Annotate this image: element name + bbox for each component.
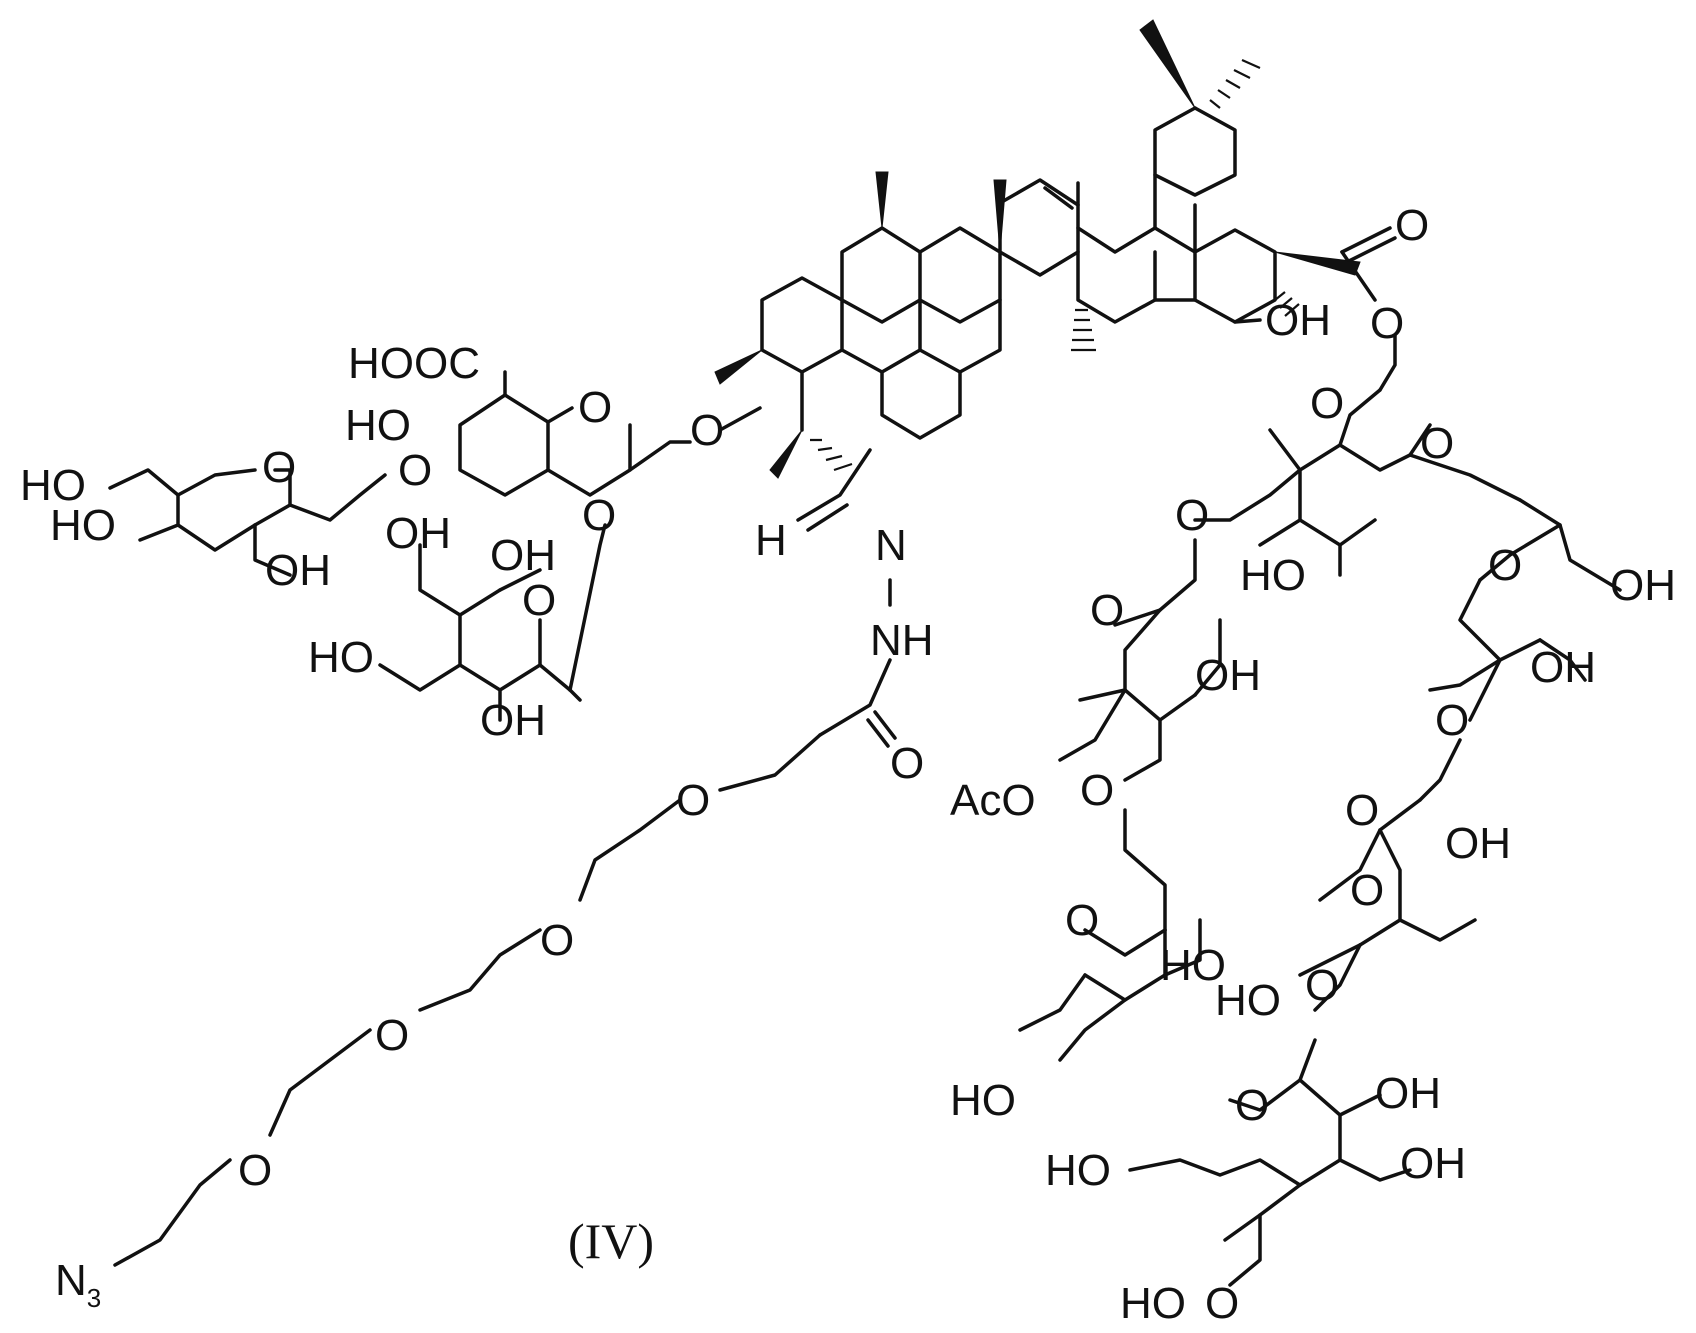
glycosidic-oxygen-label: O [690, 406, 724, 455]
hydroxyl-label: HO [1240, 551, 1306, 600]
hydroxyl-label: OH [265, 546, 331, 595]
azide-label: N3 [55, 1256, 101, 1313]
ring-oxygen-label: O [1488, 541, 1522, 590]
ring-oxygen-label: O [578, 383, 612, 432]
ester-oxygen-label: O [1370, 299, 1404, 348]
ether-oxygen-label: O [676, 776, 710, 825]
ring-oxygen-label: O [1345, 786, 1379, 835]
compound-number-label: (IV) [568, 1213, 654, 1269]
glycosidic-oxygen-label: O [1305, 961, 1339, 1010]
atom-labels: HOOC O HO O HO O O HO OH O OH OH O HO OH… [20, 201, 1676, 1328]
nh-label: NH [870, 616, 934, 665]
carbonyl-oxygen-label: O [890, 739, 924, 788]
hydroxyl-label: HO [345, 401, 411, 450]
hydroxyl-label: HO [950, 1076, 1016, 1125]
glycosidic-oxygen-label: O [1420, 419, 1454, 468]
ring-oxygen-label: O [1090, 586, 1124, 635]
stereo-bonds [715, 20, 1360, 478]
hydroxyl-label: OH [1375, 1069, 1441, 1118]
hydroxyl-label: OH [1400, 1139, 1466, 1188]
ring-oxygen-label: O [262, 443, 296, 492]
hydroxyl-label: OH [1265, 296, 1331, 345]
hydroxyl-label: HO [1215, 976, 1281, 1025]
glycosidic-oxygen-label: O [398, 446, 432, 495]
glycosidic-oxygen-label: O [1175, 491, 1209, 540]
ring-oxygen-label: O [1310, 379, 1344, 428]
hydroxyl-label: HO [50, 501, 116, 550]
nitrogen-label: N [875, 521, 907, 570]
acetoxy-label: AcO [950, 776, 1036, 825]
ring-oxygen-label: O [522, 576, 556, 625]
ether-oxygen-label: O [540, 916, 574, 965]
hydroxyl-label: OH [480, 696, 546, 745]
glycosidic-oxygen-label: O [582, 491, 616, 540]
hooc-label: HOOC [348, 339, 480, 388]
ring-oxygen-label: O [1350, 866, 1384, 915]
hydroxyl-label: OH [1195, 651, 1261, 700]
hydroxyl-label: OH [385, 509, 451, 558]
hydrogen-label: H [755, 516, 787, 565]
ether-oxygen-label: O [238, 1146, 272, 1195]
hydroxyl-label: HO [1120, 1279, 1186, 1328]
hydroxyl-label: OH [1530, 643, 1596, 692]
ring-oxygen-label: O [1065, 896, 1099, 945]
glycosidic-oxygen-label: O [1080, 766, 1114, 815]
ring-oxygen-label: O [1235, 1081, 1269, 1130]
hydroxyl-label: OH [1445, 819, 1511, 868]
ether-oxygen-label: O [375, 1011, 409, 1060]
hydroxyl-label: HO [1045, 1146, 1111, 1195]
glycosidic-oxygen-label: O [1435, 696, 1469, 745]
carbonyl-oxygen-label: O [1395, 201, 1429, 250]
hydroxyl-label: HO [308, 633, 374, 682]
hydroxyl-label: OH [490, 531, 556, 580]
hydroxyl-label: OH [1610, 561, 1676, 610]
glycosidic-oxygen-label: O [1205, 1279, 1239, 1328]
